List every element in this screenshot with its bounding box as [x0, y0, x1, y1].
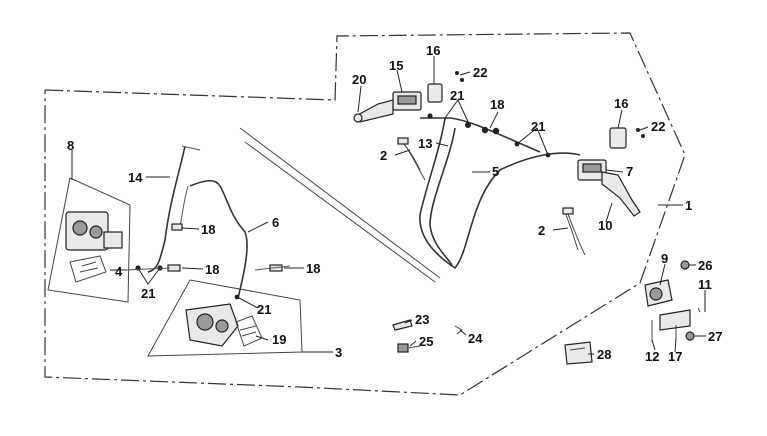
callout-26: 26 [698, 258, 712, 273]
front-brake-hose [147, 145, 186, 273]
front-brake-caliper [65, 211, 123, 283]
rear-brake-hose [189, 179, 248, 299]
callout-labels: 1 2 2 3 4 5 6 7 8 9 10 11 12 13 14 15 16… [67, 43, 722, 364]
bolt-22-right [636, 128, 645, 138]
callout-23: 23 [415, 312, 429, 327]
callout-21c: 21 [450, 88, 464, 103]
callout-21b: 21 [257, 302, 271, 317]
front-hose-end [181, 145, 201, 151]
callout-16b: 16 [614, 96, 628, 111]
callout-18b: 18 [205, 262, 219, 277]
callout-19: 19 [272, 332, 286, 347]
abs-valve-unit [644, 260, 701, 342]
callout-3: 3 [335, 345, 342, 360]
callout-11: 11 [698, 277, 712, 292]
callout-21d: 21 [531, 119, 545, 134]
hose-connector-left [124, 223, 291, 300]
callout-25: 25 [419, 334, 433, 349]
callout-2b: 2 [538, 223, 545, 238]
callout-8: 8 [67, 138, 74, 153]
callout-20: 20 [352, 72, 366, 87]
callout-27: 27 [708, 329, 722, 344]
clamp-28 [564, 341, 593, 365]
callout-22a: 22 [473, 65, 487, 80]
leader-lines [71, 56, 706, 355]
callout-18a: 18 [201, 222, 215, 237]
callout-7: 7 [626, 164, 633, 179]
callout-18c: 18 [306, 261, 320, 276]
brake-switch-left [397, 137, 426, 181]
left-master-cylinder [353, 83, 443, 123]
callout-13: 13 [418, 136, 432, 151]
callout-4: 4 [115, 264, 123, 279]
callout-12: 12 [645, 349, 659, 364]
callout-10: 10 [598, 218, 612, 233]
part-24-clip [454, 325, 463, 335]
assembly-boundary [44, 32, 686, 396]
part-25-bolt [397, 343, 421, 353]
callout-16a: 16 [426, 43, 440, 58]
callout-18d: 18 [490, 97, 504, 112]
bolt-22-top [455, 71, 464, 82]
callout-5: 5 [492, 164, 499, 179]
callout-6: 6 [272, 215, 279, 230]
callout-17: 17 [668, 349, 682, 364]
callout-14: 14 [128, 170, 143, 185]
callout-21a: 21 [141, 286, 155, 301]
reference-line-upper [239, 127, 441, 279]
callout-1: 1 [685, 198, 692, 213]
callout-24: 24 [468, 331, 483, 346]
rear-caliper-frame [147, 279, 303, 357]
handlebar-hose-main [419, 117, 581, 270]
brake-switch-right [562, 207, 586, 256]
reference-line-lower [244, 141, 436, 283]
callout-9: 9 [661, 251, 668, 266]
callout-2a: 2 [380, 148, 387, 163]
callout-15: 15 [389, 58, 403, 73]
front-caliper-frame [47, 177, 131, 303]
hose-connectors-top [427, 113, 551, 158]
callout-28: 28 [597, 347, 611, 362]
rear-brake-caliper [185, 303, 263, 347]
handlebar-hose-secondary [429, 127, 456, 266]
callout-22b: 22 [651, 119, 665, 134]
